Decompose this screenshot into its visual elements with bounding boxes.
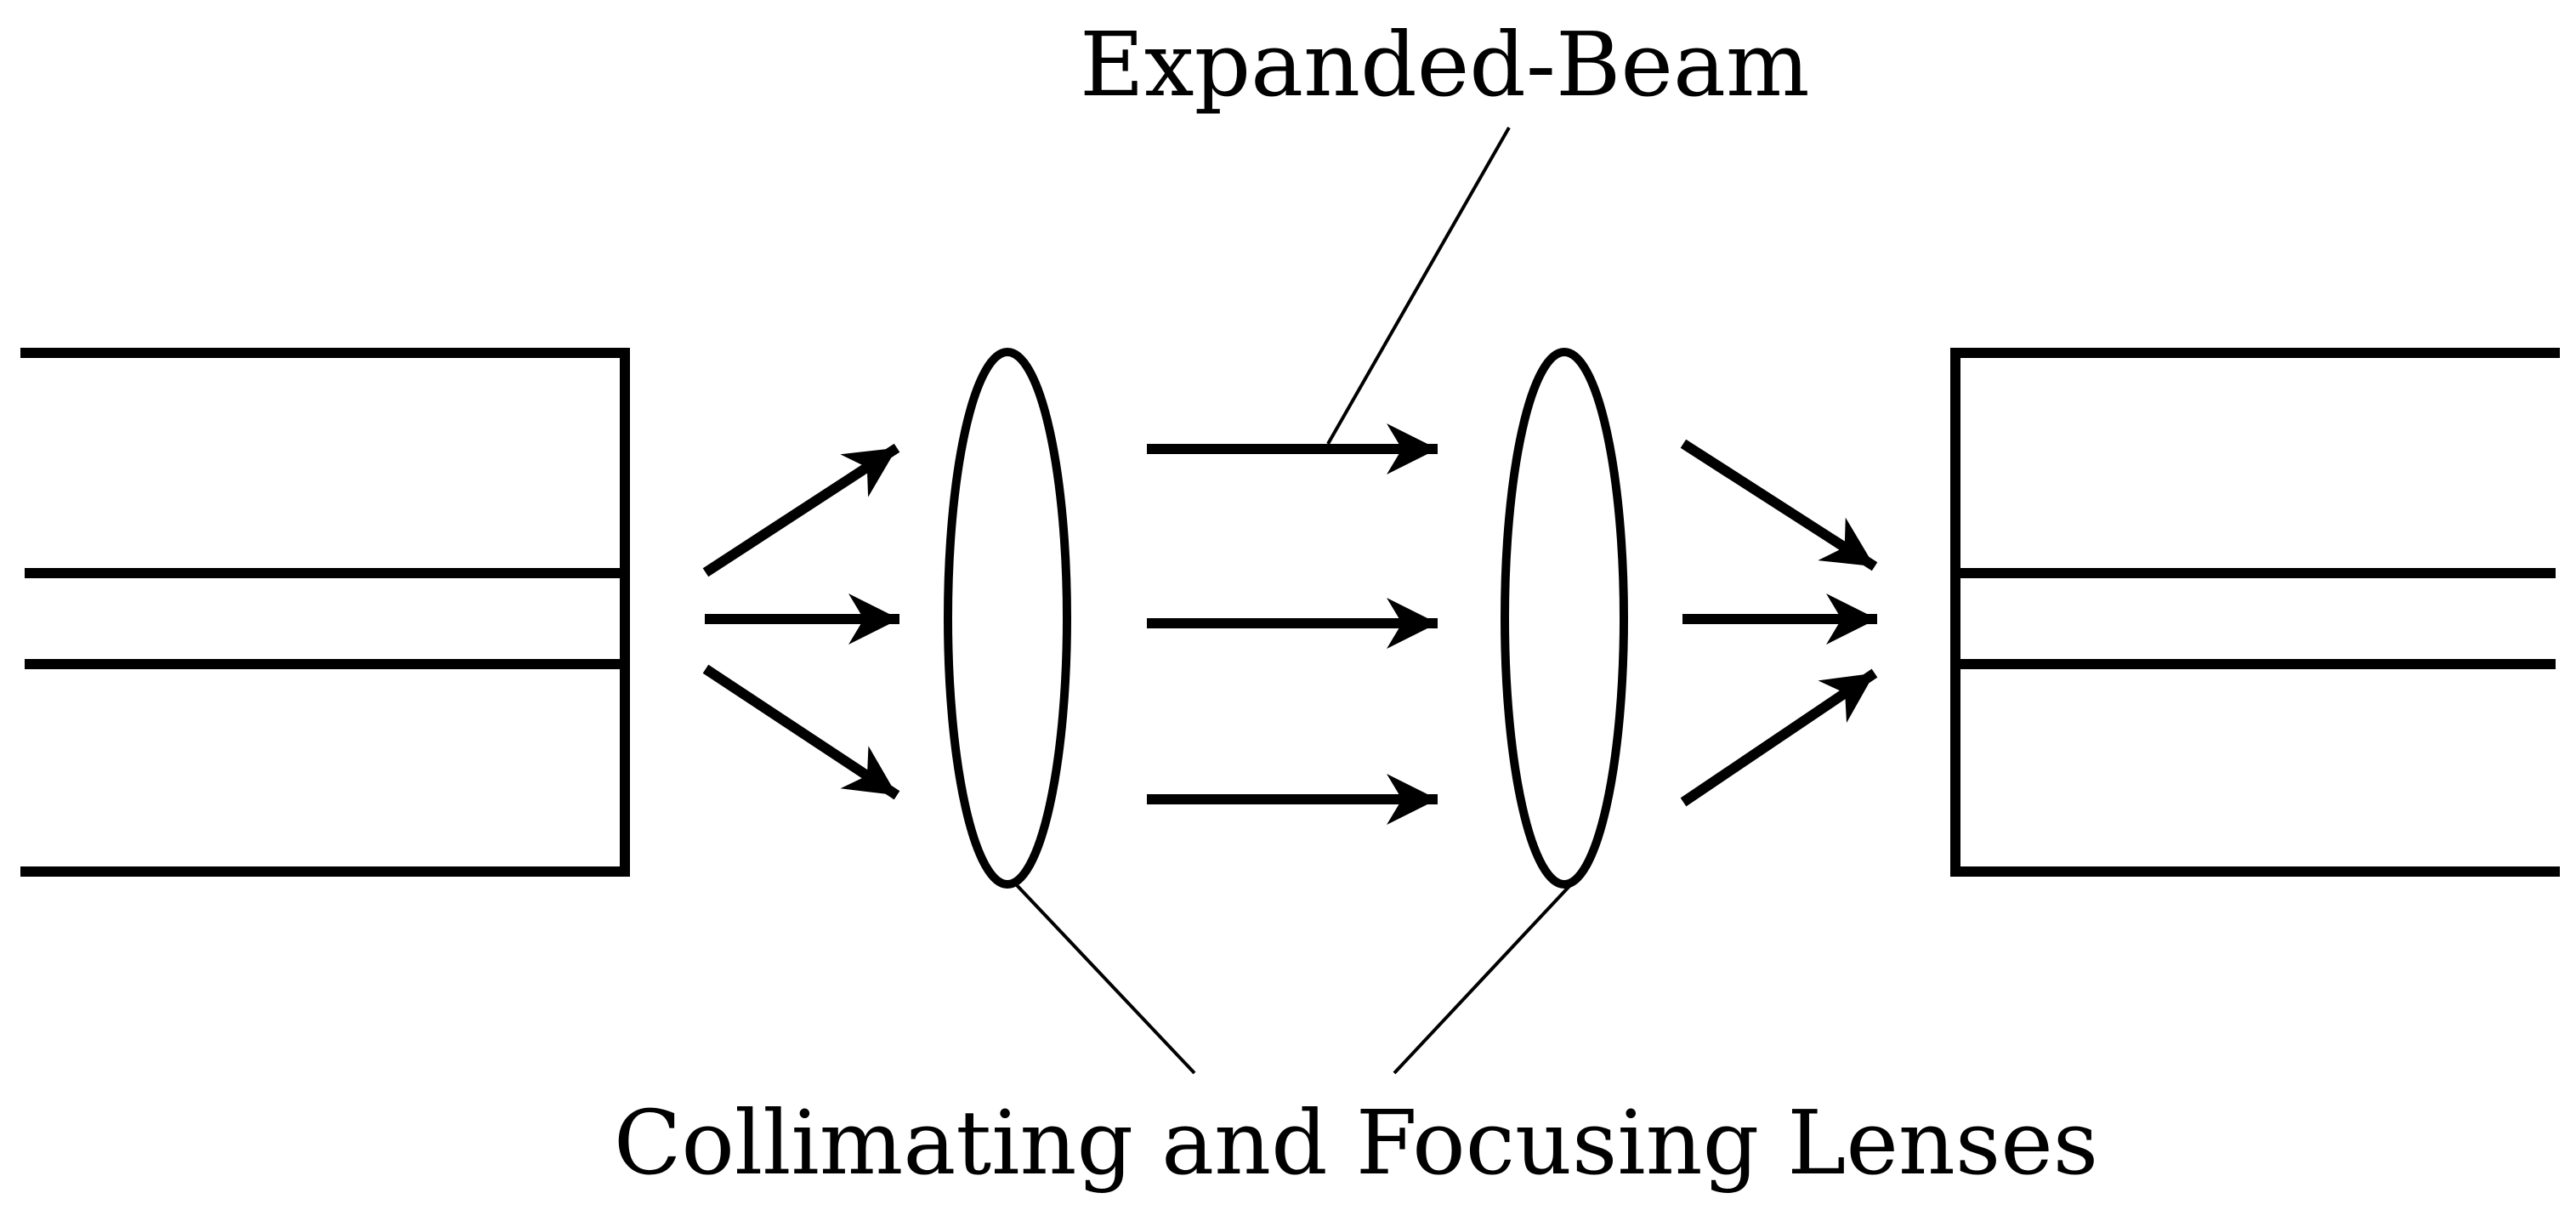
collimating-lens [944,348,1071,889]
arrow-converge-top [1680,439,1878,571]
arrow-diverge-up [702,443,900,577]
converging-arrows [1680,439,1878,807]
expanded-beam-label: Expanded-Beam [1080,13,1810,116]
arrow-diverge-down [702,664,900,800]
lenses-label: Collimating and Focusing Lenses [614,1091,2098,1195]
focusing-lens [1501,348,1628,889]
expanded-beam-leader-line [1326,127,1511,445]
left-fiber-connector [20,348,630,877]
diverging-arrows [702,443,900,800]
arrow-converge-bottom [1680,668,1878,807]
collimating-lens-leader-line [1014,883,1196,1075]
focusing-lens-leader-line [1393,883,1573,1075]
right-fiber-connector [1950,348,2560,877]
collimated-beam-arrows [1147,423,1438,825]
